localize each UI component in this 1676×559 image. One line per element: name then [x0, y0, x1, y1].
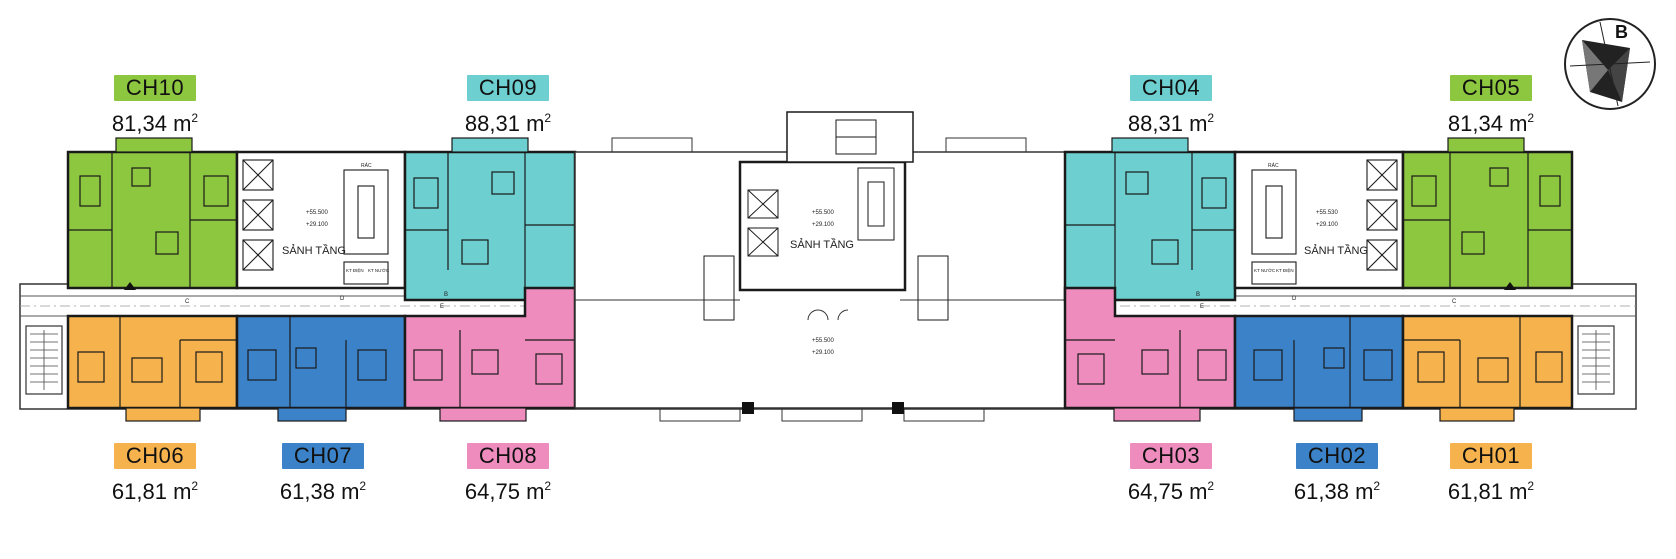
mark-d-right: D — [1292, 296, 1297, 302]
level-center-c: +55.500 — [812, 338, 835, 344]
label-ch09[interactable]: CH09 88,31 m2 — [453, 75, 563, 137]
label-ch02[interactable]: CH02 61,38 m2 — [1282, 443, 1392, 505]
balcony-center-top-right — [945, 137, 1027, 153]
label-ch04[interactable]: CH04 88,31 m2 — [1116, 75, 1226, 137]
compass-letter: B — [1615, 22, 1628, 42]
unit-area: 88,31 m2 — [464, 111, 552, 136]
mark-c-right: C — [1452, 299, 1457, 305]
compass-icon: B — [1564, 18, 1656, 110]
balcony-center-bottom-1 — [659, 407, 741, 422]
unit-ch07-area[interactable] — [235, 314, 407, 410]
core-right — [1233, 150, 1405, 290]
unit-code: CH06 — [113, 443, 197, 469]
kt-dien-left: KT ĐIỆN — [346, 266, 364, 273]
mark-b-left: B — [444, 292, 448, 298]
level-right-a: +55.530 — [1316, 210, 1339, 216]
label-ch05[interactable]: CH05 81,34 m2 — [1436, 75, 1546, 137]
entrance-arrow-ch10 — [124, 282, 136, 290]
unit-code: CH07 — [281, 443, 365, 469]
column-center-left — [742, 402, 754, 414]
label-ch06[interactable]: CH06 61,81 m2 — [100, 443, 210, 505]
unit-ch01-area[interactable] — [1401, 314, 1574, 410]
unit-ch06-area[interactable] — [66, 314, 239, 410]
label-ch10[interactable]: CH10 81,34 m2 — [100, 75, 210, 137]
mark-e-right: E — [1200, 304, 1204, 310]
level-center-d: +29.100 — [812, 350, 835, 356]
lobby-right-label: SẢNH TẦNG — [1304, 244, 1368, 257]
rac-right: RÁC — [1268, 162, 1279, 169]
balcony-ch09 — [451, 137, 529, 153]
unit-area: 61,81 m2 — [111, 479, 199, 504]
label-ch03[interactable]: CH03 64,75 m2 — [1116, 443, 1226, 505]
unit-area: 64,75 m2 — [464, 479, 552, 504]
balcony-ch02 — [1293, 407, 1363, 422]
level-left-b: +29.100 — [306, 222, 329, 228]
column-center-right — [892, 402, 904, 414]
unit-ch04-area[interactable] — [1063, 150, 1237, 302]
level-center-b: +29.100 — [812, 222, 835, 228]
unit-code: CH05 — [1449, 75, 1533, 101]
unit-ch02-area[interactable] — [1233, 314, 1405, 410]
unit-code: CH02 — [1295, 443, 1379, 469]
lobby-center-label: SẢNH TẦNG — [790, 238, 854, 251]
unit-ch09-area[interactable] — [403, 150, 577, 302]
level-center-a: +55.500 — [812, 210, 835, 216]
unit-area: 61,38 m2 — [1293, 479, 1381, 504]
kt-nuoc-left: KT NƯỚC — [368, 267, 390, 273]
unit-area: 88,31 m2 — [1127, 111, 1215, 136]
balcony-ch01 — [1439, 407, 1515, 422]
balcony-ch08 — [439, 407, 527, 422]
entrance-arrow-ch05 — [1504, 282, 1516, 290]
balcony-ch03 — [1113, 407, 1201, 422]
unit-area: 61,38 m2 — [279, 479, 367, 504]
balcony-center-bottom-3 — [903, 407, 985, 422]
balcony-ch07 — [277, 407, 347, 422]
mark-d-left: D — [340, 296, 345, 302]
mark-c-left: C — [185, 299, 190, 305]
unit-code: CH03 — [1129, 443, 1213, 469]
unit-area: 61,81 m2 — [1447, 479, 1535, 504]
label-ch07[interactable]: CH07 61,38 m2 — [268, 443, 378, 505]
label-ch08[interactable]: CH08 64,75 m2 — [453, 443, 563, 505]
unit-code: CH08 — [466, 443, 550, 469]
unit-code: CH01 — [1449, 443, 1533, 469]
label-ch01[interactable]: CH01 61,81 m2 — [1436, 443, 1546, 505]
unit-code: CH10 — [113, 75, 197, 101]
door-center-2 — [817, 309, 829, 321]
rac-left: RÁC — [361, 162, 372, 169]
balcony-center-top-left — [611, 137, 693, 153]
door-center-3 — [837, 309, 849, 321]
balcony-ch06 — [125, 407, 201, 422]
unit-code: CH09 — [466, 75, 550, 101]
mark-b-right: B — [1196, 292, 1200, 298]
level-left-a: +55.500 — [306, 210, 329, 216]
balcony-ch04 — [1111, 137, 1189, 153]
unit-code: CH04 — [1129, 75, 1213, 101]
unit-area: 64,75 m2 — [1127, 479, 1215, 504]
balcony-ch10 — [115, 137, 193, 153]
kt-dien-right: KT ĐIỆN — [1276, 266, 1294, 273]
level-right-b: +29.100 — [1316, 222, 1339, 228]
balcony-ch05 — [1447, 137, 1525, 153]
door-center-1 — [807, 309, 819, 321]
balcony-center-bottom-2 — [781, 407, 863, 422]
kt-nuoc-right: KT NƯỚC — [1254, 267, 1276, 273]
unit-area: 81,34 m2 — [111, 111, 199, 136]
mark-e-left: E — [440, 304, 444, 310]
unit-area: 81,34 m2 — [1447, 111, 1535, 136]
lobby-left-label: SẢNH TẦNG — [282, 244, 346, 257]
